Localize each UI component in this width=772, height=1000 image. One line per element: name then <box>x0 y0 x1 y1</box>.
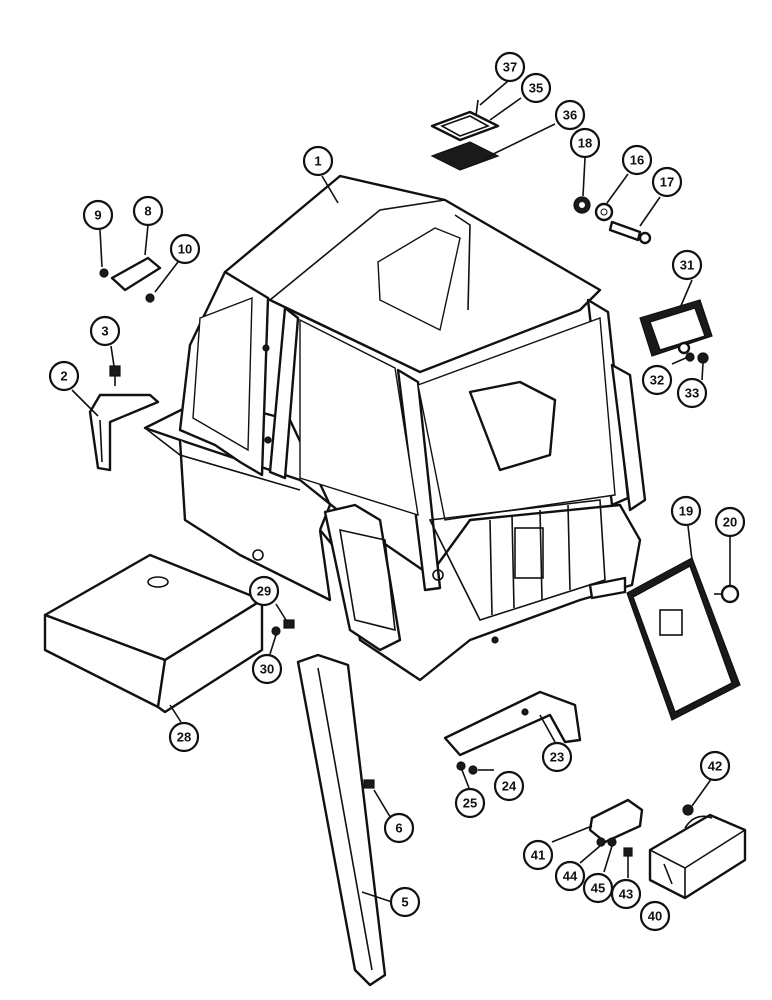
part-17-switch <box>608 220 652 245</box>
svg-text:24: 24 <box>502 779 517 794</box>
part-2-handle-bracket <box>88 393 160 472</box>
callout-23: 23 <box>541 741 573 773</box>
part-24-washer <box>468 765 478 775</box>
callout-24: 24 <box>493 770 525 802</box>
callout-18: 18 <box>569 127 601 159</box>
callout-28: 28 <box>168 721 200 753</box>
part-42-latch <box>682 804 694 816</box>
callout-5: 5 <box>389 886 421 918</box>
part-18-nut <box>573 196 591 214</box>
callout-20: 20 <box>714 506 746 538</box>
svg-text:35: 35 <box>529 81 543 96</box>
svg-text:16: 16 <box>630 153 644 168</box>
svg-text:20: 20 <box>723 515 737 530</box>
callout-44: 44 <box>554 860 586 892</box>
part-35-lens <box>430 110 500 142</box>
svg-text:44: 44 <box>563 869 578 884</box>
callout-2: 2 <box>48 360 80 392</box>
part-8-cover-plate <box>110 256 162 292</box>
callout-16: 16 <box>621 144 653 176</box>
svg-text:45: 45 <box>591 881 605 896</box>
callout-41: 41 <box>522 839 554 871</box>
svg-text:2: 2 <box>60 369 67 384</box>
part-30-washer <box>271 626 281 636</box>
svg-text:23: 23 <box>550 750 564 765</box>
svg-text:40: 40 <box>648 909 662 924</box>
callout-labels: 1 2 3 5 6 8 9 10 16 17 18 19 20 23 24 25… <box>48 51 746 932</box>
svg-text:41: 41 <box>531 848 545 863</box>
callout-17: 17 <box>651 166 683 198</box>
part-10-nut <box>145 293 155 303</box>
svg-text:9: 9 <box>94 208 101 223</box>
part-28-floor-panel <box>43 553 264 714</box>
svg-text:29: 29 <box>257 584 271 599</box>
part-6-screw <box>363 779 375 789</box>
callout-10: 10 <box>169 233 201 265</box>
svg-text:19: 19 <box>679 504 693 519</box>
cab-assembly <box>143 174 647 682</box>
svg-text:10: 10 <box>178 242 192 257</box>
callout-19: 19 <box>670 495 702 527</box>
callout-25: 25 <box>454 787 486 819</box>
part-31-worklamp <box>639 299 713 357</box>
svg-text:36: 36 <box>563 108 577 123</box>
part-45-nut <box>607 837 617 847</box>
part-44-washer <box>596 837 606 847</box>
part-32-washer <box>685 352 695 362</box>
callout-43: 43 <box>610 878 642 910</box>
part-29-bolt <box>283 619 295 629</box>
callout-40: 40 <box>639 900 671 932</box>
callout-31: 31 <box>671 249 703 281</box>
callout-33: 33 <box>676 377 708 409</box>
callout-37: 37 <box>494 51 526 83</box>
svg-text:37: 37 <box>503 60 517 75</box>
part-40-toolbox <box>648 813 747 900</box>
svg-text:31: 31 <box>680 258 694 273</box>
part-19-door-panel <box>626 557 741 721</box>
callout-45: 45 <box>582 872 614 904</box>
callout-36: 36 <box>554 99 586 131</box>
svg-text:30: 30 <box>260 662 274 677</box>
svg-text:33: 33 <box>685 386 699 401</box>
callout-32: 32 <box>641 364 673 396</box>
svg-text:17: 17 <box>660 175 674 190</box>
callout-6: 6 <box>383 812 415 844</box>
svg-text:3: 3 <box>101 324 108 339</box>
part-41-mounting-bracket <box>588 798 644 844</box>
callout-1: 1 <box>302 145 334 177</box>
svg-text:25: 25 <box>463 796 477 811</box>
part-25-nut <box>456 761 466 771</box>
svg-text:18: 18 <box>578 136 592 151</box>
callout-3: 3 <box>89 315 121 347</box>
callout-42: 42 <box>699 750 731 782</box>
part-33-nut <box>697 352 709 364</box>
part-20-knob <box>714 584 740 604</box>
svg-text:32: 32 <box>650 373 664 388</box>
callout-35: 35 <box>520 72 552 104</box>
svg-text:8: 8 <box>144 204 151 219</box>
part-37-screw <box>475 99 479 117</box>
callout-9: 9 <box>82 199 114 231</box>
part-9-screw <box>99 268 109 278</box>
svg-text:1: 1 <box>314 154 321 169</box>
svg-text:28: 28 <box>177 730 191 745</box>
svg-text:5: 5 <box>401 895 408 910</box>
svg-text:43: 43 <box>619 887 633 902</box>
callout-29: 29 <box>248 575 280 607</box>
part-3-bolt <box>109 365 121 386</box>
part-5-trim-strip <box>296 653 387 987</box>
part-43-bolt <box>623 847 633 857</box>
part-23-bracket <box>443 690 582 757</box>
part-16-washer <box>594 202 614 222</box>
callout-8: 8 <box>132 195 164 227</box>
leader-lines <box>71 80 731 903</box>
callout-30: 30 <box>251 653 283 685</box>
part-36-lamp-housing <box>430 141 500 171</box>
svg-text:6: 6 <box>395 821 402 836</box>
svg-text:42: 42 <box>708 759 722 774</box>
